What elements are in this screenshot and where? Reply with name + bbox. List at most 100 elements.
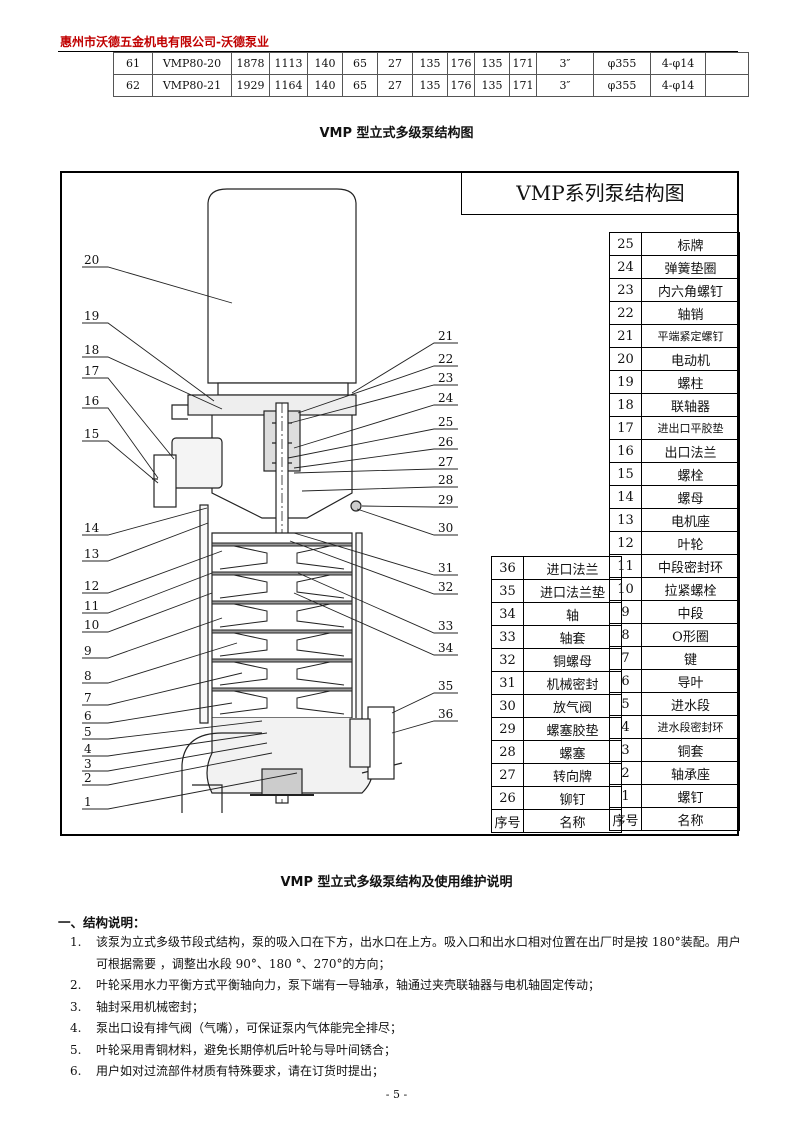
spec-cell: 62 — [113, 74, 153, 97]
note-item: 2.叶轮采用水力平衡方式平衡轴向力，泵下端有一导轴承，轴通过夹壳联轴器与电机轴固… — [58, 975, 748, 997]
part-number: 17 — [609, 416, 642, 440]
callout-leader — [289, 384, 458, 424]
note-text: 轴封采用机械密封； — [96, 999, 205, 1014]
note-text: 叶轮采用青铜材料，避免长期停机后叶轮与导叶间锈合； — [96, 1042, 397, 1057]
callout-leader — [361, 505, 458, 508]
spec-cell: VMP80-20 — [152, 52, 232, 75]
part-name: 进口法兰垫 — [523, 579, 622, 603]
tie-bolt-left — [199, 504, 209, 724]
part-number: 23 — [609, 278, 642, 302]
spec-cell: 1164 — [269, 74, 308, 97]
spec-cell: 65 — [342, 52, 378, 75]
impeller-stage — [219, 687, 345, 715]
part-name: 轴销 — [641, 301, 740, 325]
part-name: 平端紧定螺钉 — [641, 324, 740, 348]
part-number: 8 — [609, 623, 642, 647]
spec-cell — [705, 52, 749, 75]
part-name: 进出口平胶垫 — [641, 416, 740, 440]
note-item: 1.该泵为立式多级节段式结构，泵的吸入口在下方，出水口在上方。吸入口和出水口相对… — [58, 932, 748, 975]
callout-leader — [293, 592, 458, 656]
part-name: 机械密封 — [523, 671, 622, 695]
vent-valve — [350, 500, 362, 512]
callout-leader — [82, 572, 213, 614]
part-number: 6 — [609, 669, 642, 693]
part-name: 铜螺母 — [523, 648, 622, 672]
part-name: 进水段 — [641, 692, 740, 716]
part-name: 拉紧螺栓 — [641, 577, 740, 601]
callout-label: 25 — [438, 415, 453, 429]
part-name: 螺钉 — [641, 784, 740, 808]
spec-cell: 61 — [113, 52, 153, 75]
callout-leader — [82, 672, 243, 706]
spec-cell: 140 — [307, 74, 343, 97]
part-number: 32 — [491, 648, 524, 672]
spec-cell: 65 — [342, 74, 378, 97]
spec-cell: 135 — [412, 52, 448, 75]
impeller-stage — [219, 542, 345, 570]
part-number: 11 — [609, 554, 642, 578]
part-name: 轴 — [523, 602, 622, 626]
part-name: 轴套 — [523, 625, 622, 649]
part-number: 19 — [609, 370, 642, 394]
section-title: VMP 型立式多级泵结构图 — [319, 126, 474, 141]
spec-cell: 3″ — [536, 74, 594, 97]
drawing-title: VMP系列泵结构图 — [461, 171, 739, 215]
impeller-stage — [219, 658, 345, 686]
spec-cell: 135 — [474, 74, 510, 97]
callout-label: 19 — [84, 309, 99, 323]
callout-leader — [82, 377, 175, 460]
impeller-stage — [219, 629, 345, 657]
part-name: 铜套 — [641, 738, 740, 762]
stage-divider — [211, 542, 353, 547]
callout-label: 26 — [438, 435, 453, 449]
section-heading: 一、结构说明： — [58, 915, 146, 930]
part-name: 标牌 — [641, 232, 740, 256]
callout-leader — [82, 407, 159, 479]
part-name: 轴承座 — [641, 761, 740, 785]
spec-cell: 4-φ14 — [650, 74, 706, 97]
part-number: 2 — [609, 761, 642, 785]
callout-leader — [293, 468, 458, 474]
part-name: 联轴器 — [641, 393, 740, 417]
part-name: 螺塞胶垫 — [523, 717, 622, 741]
motor-body — [207, 188, 357, 384]
stage-divider — [211, 600, 353, 605]
structure-notes: 1.该泵为立式多级节段式结构，泵的吸入口在下方，出水口在上方。吸入口和出水口相对… — [58, 932, 748, 1083]
note-text: 该泵为立式多级节段式结构，泵的吸入口在下方，出水口在上方。吸入口和出水口相对位置… — [96, 935, 741, 971]
spec-cell: 171 — [509, 52, 537, 75]
callout-label: 23 — [438, 371, 453, 385]
part-number: 1 — [609, 784, 642, 808]
part-number: 7 — [609, 646, 642, 670]
callout-label: 20 — [84, 253, 99, 267]
callout-label: 29 — [438, 493, 453, 507]
parts-header-name: 名称 — [641, 807, 740, 831]
spec-cell: 135 — [412, 74, 448, 97]
callout-label: 17 — [84, 364, 99, 378]
spec-cell: VMP80-21 — [152, 74, 232, 97]
callout-label: 34 — [438, 641, 454, 655]
part-number: 24 — [609, 255, 642, 279]
part-number: 10 — [609, 577, 642, 601]
callout-leader — [82, 550, 223, 594]
part-number: 9 — [609, 600, 642, 624]
parts-header-no: 序号 — [491, 809, 524, 833]
callout-label: 15 — [84, 427, 99, 441]
